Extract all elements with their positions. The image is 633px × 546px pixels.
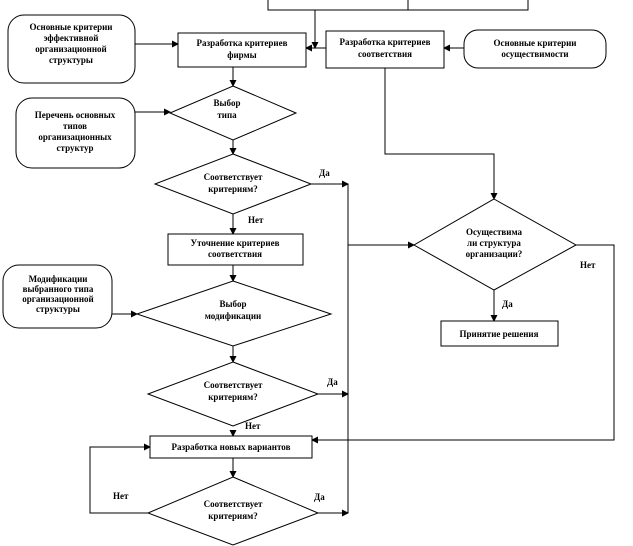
top-bracket-line (267, 0, 529, 11)
svg-text:Разработка новых вариантов: Разработка новых вариантов (172, 442, 291, 452)
label-yes-feasible: Да (502, 299, 513, 309)
label-yes-3: Да (314, 492, 325, 502)
label-no-2: Нет (245, 421, 261, 431)
arrow-feasible-no (311, 244, 615, 444)
connectors (89, 0, 615, 517)
svg-text:Принятие решения: Принятие решения (460, 329, 539, 339)
label-no-3: Нет (113, 491, 129, 501)
arrow-dev-match-to-feasible (384, 68, 498, 200)
node-new-variants: Разработка новых вариантов (149, 435, 313, 459)
label-yes-1: Да (319, 168, 330, 178)
label-no-feasible: Нет (580, 260, 596, 270)
arrow-match-3-no-loop (89, 443, 151, 514)
node-decision: Принятие решения (440, 320, 559, 347)
label-no-1: Нет (248, 215, 264, 225)
label-yes-2: Да (327, 377, 338, 387)
